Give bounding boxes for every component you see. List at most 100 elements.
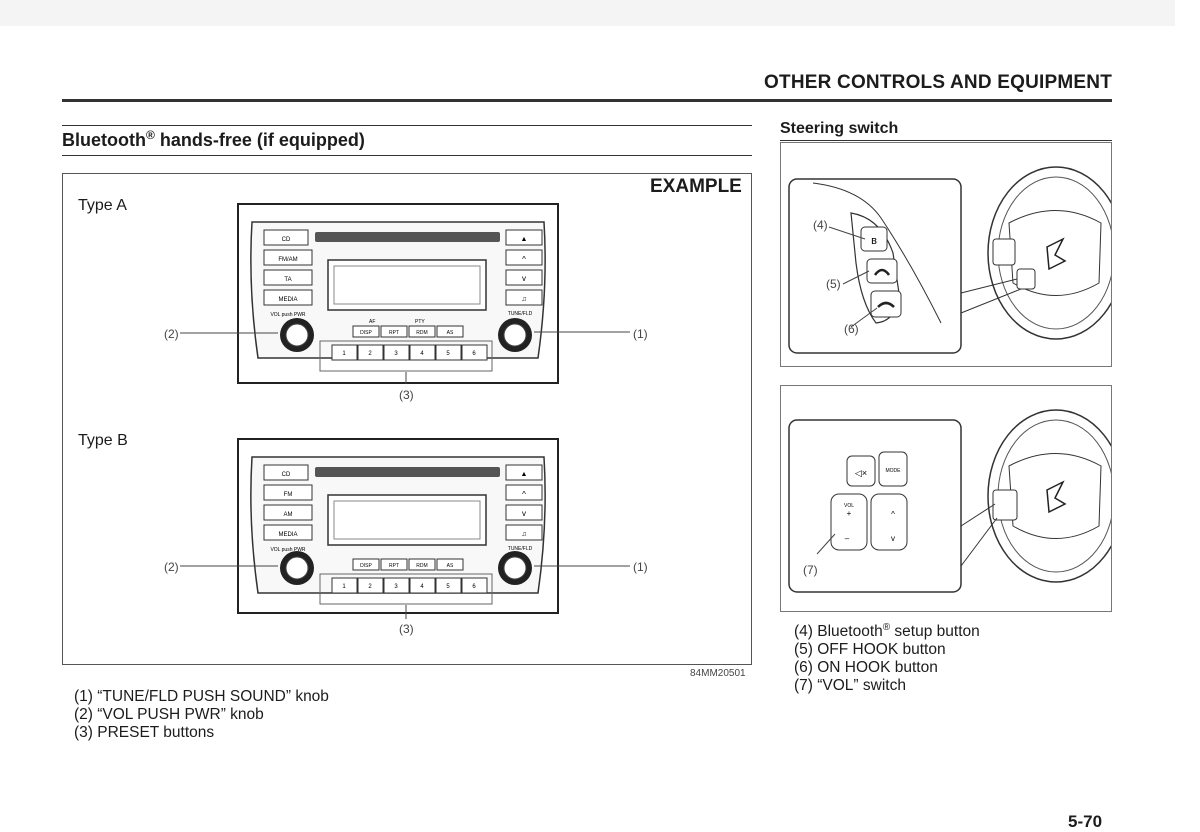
btn-rdm-label: RDM <box>416 330 427 336</box>
leader-7 <box>816 533 836 555</box>
radio-legend: (1) “TUNE/FLD PUSH SOUND” knob (2) “VOL … <box>74 688 329 742</box>
btn-as-b: AS <box>447 563 454 569</box>
steering-legend: (4) Bluetooth® setup button (5) OFF HOOK… <box>794 619 980 695</box>
knob-tune <box>498 318 532 352</box>
btn-tune-b: TUNE/FLD <box>508 546 533 552</box>
example-label: EXAMPLE <box>650 176 742 197</box>
callout-5: (5) <box>826 277 841 291</box>
closeup-wheel-edge <box>812 182 942 324</box>
display-inner <box>333 265 481 305</box>
preset-b-5: 5 <box>446 584 450 590</box>
radio-a-outer-bezel <box>237 203 559 384</box>
af-label: AF <box>369 319 375 325</box>
cd-slot <box>315 232 500 242</box>
heading-reg-mark: ® <box>145 128 155 142</box>
right-button-column: ▲ ^ v ♫ TUNE/FLD <box>505 229 543 317</box>
btn-vol-label: VOL push PWR <box>270 312 305 318</box>
steering-figure-2: ◁× MODE VOL + – ^ v <box>788 409 1111 593</box>
legend-item-1: (1) “TUNE/FLD PUSH SOUND” knob <box>74 688 329 705</box>
btn-disp-label: DISP <box>360 330 372 336</box>
steering-heading-rule <box>780 140 1112 141</box>
radio-b-outer-bezel <box>237 438 559 614</box>
mute-button <box>846 455 876 487</box>
btn-disp-b: DISP <box>360 563 372 569</box>
preset-2: 2 <box>368 351 372 357</box>
off-hook-icon <box>873 268 891 276</box>
btn-down-b: v <box>522 509 526 518</box>
preset-5: 5 <box>446 351 450 357</box>
btn-am-b: AM <box>284 512 293 518</box>
btn-up-b: ^ <box>522 490 526 499</box>
bluetooth-icon: ʙ <box>871 235 877 247</box>
btn-tune-label: TUNE/FLD <box>508 311 533 317</box>
btn-eject-label: ▲ <box>521 236 528 243</box>
btn-music-label: ♫ <box>521 296 526 303</box>
steering-wheel-1 <box>987 166 1111 340</box>
steering-wheel-2 <box>987 409 1111 583</box>
heading-text-rest: hands-free (if equipped) <box>154 130 365 150</box>
callout-2-b: (2) <box>164 560 179 574</box>
on-hook-icon <box>877 301 895 308</box>
preset-highlight-box <box>319 340 493 372</box>
btn-rdm-b: RDM <box>416 563 427 569</box>
legend-item-4: (4) Bluetooth® setup button <box>794 619 980 641</box>
left-heading-rule-top <box>62 125 752 126</box>
preset-4: 4 <box>420 351 424 357</box>
preset-buttons: 1 2 3 4 5 6 <box>331 344 488 361</box>
btn-cd-label: CD <box>282 237 291 243</box>
left-heading-rule-bottom <box>62 155 752 156</box>
vol-minus-icon: – <box>845 534 850 543</box>
legend-4-prefix: (4) Bluetooth <box>794 623 883 641</box>
callout-1-b: (1) <box>633 560 648 574</box>
cd-slot-b <box>315 467 500 477</box>
heading-text: Bluetooth <box>62 130 146 150</box>
legend-item-5: (5) OFF HOOK button <box>794 641 946 659</box>
display-screen-b <box>327 494 487 546</box>
callout-2-a: (2) <box>164 327 179 341</box>
vol-plus-icon: + <box>847 509 852 518</box>
figure-code: 84MM20501 <box>690 668 746 679</box>
zoom-lines-1 <box>960 278 1022 314</box>
legend-item-2: (2) “VOL PUSH PWR” knob <box>74 706 264 723</box>
preset-b-3: 3 <box>394 584 398 590</box>
preset-3: 3 <box>394 351 398 357</box>
radio-type-a-illustration: CD FM/AM TA MEDIA VOL push PWR ▲ ^ v ♫ T… <box>180 203 630 384</box>
seek-down-icon: v <box>891 534 895 543</box>
btn-rpt-label: RPT <box>389 330 399 336</box>
callout-1-a: (1) <box>633 327 648 341</box>
callout-3-a: (3) <box>399 388 414 402</box>
suzuki-logo-2 <box>1046 480 1067 514</box>
preset-buttons-b: 1 2 3 4 5 6 <box>331 577 488 594</box>
knob-tune-b <box>498 551 532 585</box>
section-title: OTHER CONTROLS AND EQUIPMENT <box>764 72 1112 93</box>
preset-b-6: 6 <box>472 584 476 590</box>
suzuki-logo-1 <box>1046 237 1067 271</box>
legend-4-suffix: setup button <box>890 623 980 641</box>
preset-b-1: 1 <box>342 584 346 590</box>
left-button-column-b: CD FM AM MEDIA VOL push PWR <box>263 464 313 553</box>
mode-button <box>878 451 908 487</box>
seek-up-icon: ^ <box>891 510 895 519</box>
btn-cd-b: CD <box>282 472 291 478</box>
btn-ta-label: TA <box>284 277 291 283</box>
leader-4 <box>828 226 866 240</box>
callout-3-b: (3) <box>399 622 414 636</box>
preset-6: 6 <box>472 351 476 357</box>
scan-top-band <box>0 0 1175 26</box>
type-a-label: Type A <box>78 197 127 214</box>
vol-label: VOL <box>844 503 854 509</box>
mute-icon: ◁× <box>855 468 867 478</box>
wheel-left-switch-2 <box>992 489 1018 521</box>
preset-b-2: 2 <box>368 584 372 590</box>
btn-fmam-label: FM/AM <box>278 257 297 263</box>
btn-vol-b: VOL push PWR <box>270 547 305 553</box>
wheel-left-switch-1 <box>992 238 1016 266</box>
legend-item-3: (3) PRESET buttons <box>74 724 215 741</box>
page-number: 5-70 <box>1068 812 1103 831</box>
btn-eject-b: ▲ <box>521 471 528 478</box>
preset-highlight-box-b <box>319 573 493 605</box>
mode-label: MODE <box>886 468 902 474</box>
callout-4: (4) <box>813 218 828 232</box>
wheel-phone-switch-1 <box>1016 268 1036 290</box>
display-screen <box>327 259 487 311</box>
